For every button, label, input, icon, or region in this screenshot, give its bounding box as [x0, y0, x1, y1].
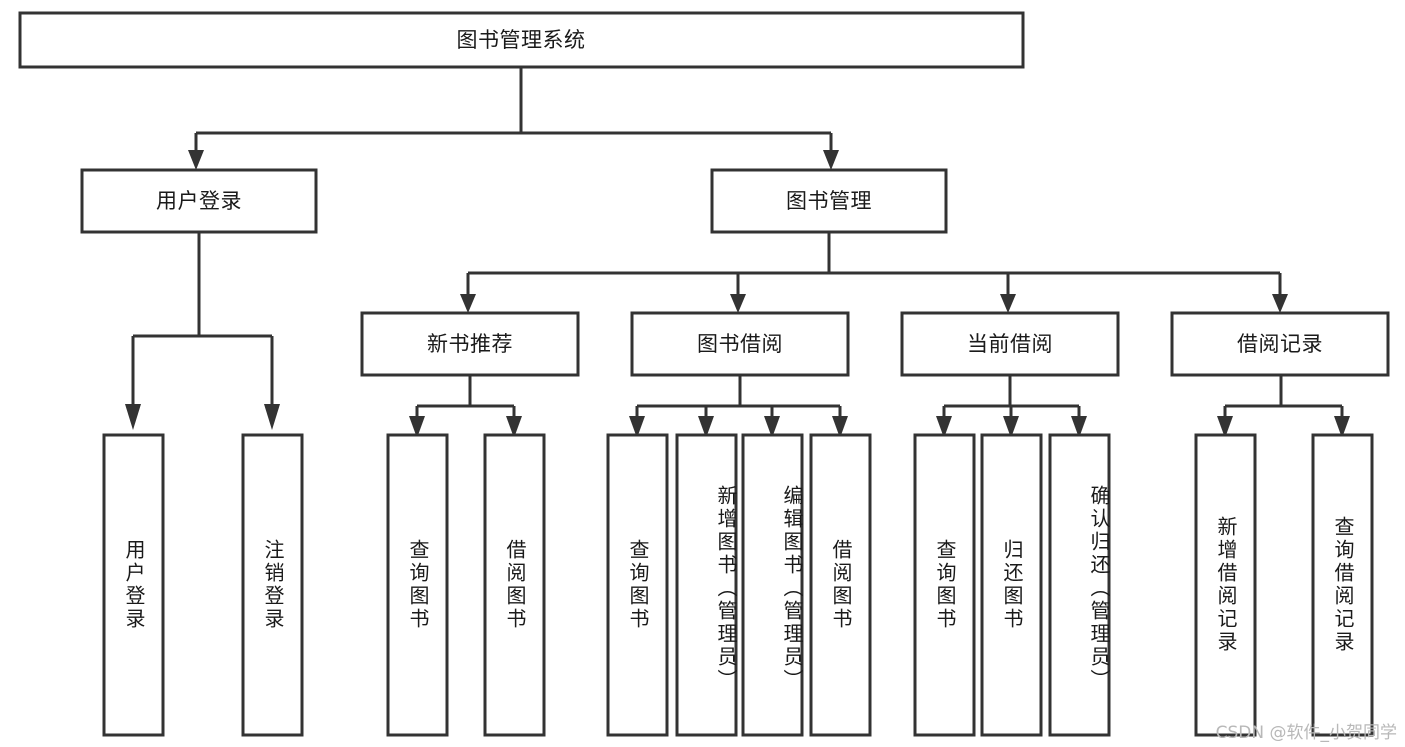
arrowhead-leaf-add-book: [698, 416, 714, 438]
arrowhead-leaf-query-book-2: [629, 416, 645, 438]
node-new-book-recommend[interactable]: 新书推荐: [360, 311, 580, 377]
node-root[interactable]: 图书管理系统: [18, 11, 1025, 69]
node-borrow-record-box[interactable]: [1170, 311, 1390, 377]
node-book-borrow-label: 图书借阅: [697, 332, 783, 356]
leaf-query-book-2-box[interactable]: [606, 433, 669, 737]
leaf-add-book-box[interactable]: [675, 433, 738, 737]
arrowhead-leaf-borrow-book-1: [506, 416, 522, 438]
arrowhead-current-borrow: [1000, 294, 1016, 313]
arrowhead-leaf-logout-login: [264, 404, 280, 430]
connectors: [125, 67, 1350, 438]
leaf-confirm-return-box[interactable]: [1048, 433, 1111, 737]
arrowhead-leaf-add-record: [1217, 416, 1233, 438]
leaf-return-book-box[interactable]: [980, 433, 1043, 737]
arrowhead-leaf-query-book-3: [936, 416, 952, 438]
arrowhead-book-management: [823, 150, 839, 170]
node-borrow-record-label: 借阅记录: [1237, 332, 1323, 356]
arrowhead-leaf-edit-book: [764, 416, 780, 438]
leaf-add-record-box[interactable]: [1194, 433, 1257, 737]
node-new-book-recommend-box[interactable]: [360, 311, 580, 377]
arrowhead-leaf-return-book: [1003, 416, 1019, 438]
leaf-logout-login-box[interactable]: [241, 433, 304, 737]
node-book-management[interactable]: 图书管理: [710, 168, 948, 234]
arrowhead-leaf-query-book-1: [409, 416, 425, 438]
node-current-borrow-label: 当前借阅: [967, 332, 1053, 356]
node-new-book-recommend-label: 新书推荐: [427, 332, 513, 356]
leaf-boxes: [102, 433, 1374, 737]
node-user-login-box[interactable]: [80, 168, 318, 234]
leaf-query-book-3-box[interactable]: [913, 433, 976, 737]
node-root-label: 图书管理系统: [457, 28, 586, 52]
node-current-borrow[interactable]: 当前借阅: [900, 311, 1120, 377]
arrowhead-leaf-borrow-book-2: [832, 416, 848, 438]
leaf-borrow-book-1-box[interactable]: [483, 433, 546, 737]
arrowhead-new-book-recommend: [460, 294, 476, 313]
node-user-login[interactable]: 用户登录: [80, 168, 318, 234]
leaf-user-login-box[interactable]: [102, 433, 165, 737]
node-book-borrow[interactable]: 图书借阅: [630, 311, 850, 377]
node-user-login-label: 用户登录: [156, 189, 242, 213]
arrowhead-borrow-record: [1272, 294, 1288, 313]
node-book-management-label: 图书管理: [786, 189, 872, 213]
node-root-box[interactable]: [18, 11, 1025, 69]
leaf-query-book-1-box[interactable]: [386, 433, 449, 737]
leaf-borrow-book-2-box[interactable]: [809, 433, 872, 737]
arrowhead-user-login: [188, 150, 204, 170]
arrowhead-book-borrow: [730, 294, 746, 313]
node-borrow-record[interactable]: 借阅记录: [1170, 311, 1390, 377]
arrowhead-leaf-confirm-return: [1071, 416, 1087, 438]
arrowhead-leaf-query-record: [1334, 416, 1350, 438]
node-book-management-box[interactable]: [710, 168, 948, 234]
leaf-query-record-box[interactable]: [1311, 433, 1374, 737]
arrowhead-leaf-user-login: [125, 404, 141, 430]
node-book-borrow-box[interactable]: [630, 311, 850, 377]
node-current-borrow-box[interactable]: [900, 311, 1120, 377]
leaf-edit-book-box[interactable]: [741, 433, 804, 737]
